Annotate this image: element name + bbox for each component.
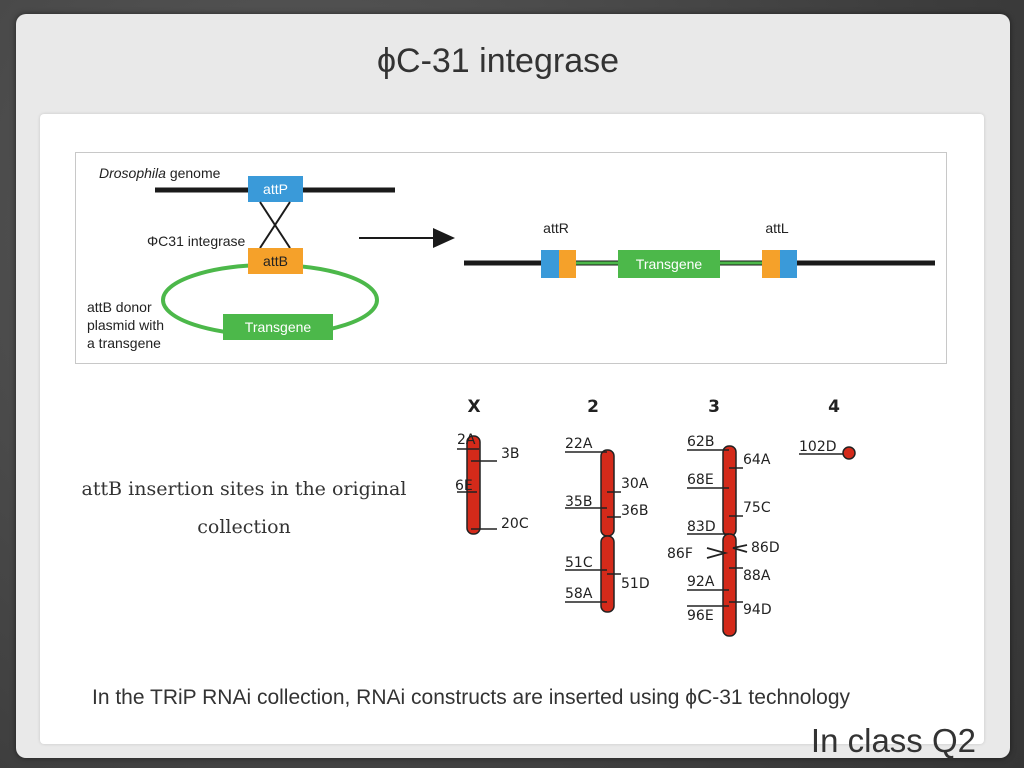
site-label-3-68e: 68E — [687, 472, 714, 488]
attr-blue-segment — [541, 250, 559, 278]
site-label-3-86d: 86D — [751, 540, 780, 556]
site-label-3-88a: 88A — [743, 568, 771, 584]
site-label-3-94d: 94D — [743, 602, 772, 618]
chromosome-3r — [722, 533, 737, 637]
site-label-3-75c: 75C — [743, 500, 771, 516]
site-label-3-64a: 64A — [743, 452, 771, 468]
transgene-label-plasmid: Transgene — [245, 319, 312, 335]
donor-label-line1: attB donor — [87, 299, 152, 315]
slide-title: ϕC-31 integrase — [376, 42, 620, 80]
site-label-2-35b: 35B — [565, 494, 592, 510]
footer-text: In the TRiP RNAi collection, RNAi constr… — [92, 686, 850, 709]
site-label-3-83d: 83D — [687, 519, 716, 535]
chromosome-map-bg — [421, 384, 859, 638]
attb-label: attB — [263, 253, 288, 269]
site-label-x-2a: 2A — [457, 432, 476, 448]
attr-label: attR — [543, 220, 569, 236]
site-label-2-22a: 22A — [565, 436, 593, 452]
attp-label: attP — [263, 181, 288, 197]
integration-diagram: Drosophila genome attP ΦC31 integrase at… — [75, 152, 947, 364]
site-label-3-86f: 86F — [667, 546, 693, 562]
site-label-3-62b: 62B — [687, 434, 714, 450]
site-label-3-92a: 92A — [687, 574, 715, 590]
chromosome-2l — [600, 449, 615, 537]
chromosome-map: X 2 3 4 2A 3B 6E 20C 22A 30A 35B 36B 51C… — [421, 384, 859, 638]
site-label-2-58a: 58A — [565, 586, 593, 602]
diagram-frame — [75, 152, 947, 364]
donor-label-line3: a transgene — [87, 335, 161, 351]
site-label-2-51c: 51C — [565, 555, 593, 571]
chrom-header-4: 4 — [828, 397, 840, 417]
attb-box — [248, 248, 303, 274]
site-pointer-86d-icon — [732, 544, 748, 553]
attl-orange-segment — [762, 250, 780, 278]
site-label-3-96e: 96E — [687, 608, 714, 624]
integrase-label: ΦC31 integrase — [147, 233, 246, 249]
site-pointer-86f-icon — [706, 547, 729, 559]
attp-box — [248, 176, 303, 202]
chromosome-3l — [722, 445, 737, 537]
arrow-right-icon — [433, 228, 455, 248]
transgene-box-integrated — [618, 250, 720, 278]
donor-label-line2: plasmid with — [87, 317, 164, 333]
site-label-4-102d: 102D — [799, 439, 837, 455]
genome-label: Drosophila genome — [99, 165, 221, 181]
attl-blue-segment — [780, 250, 797, 278]
site-label-2-36b: 36B — [621, 503, 648, 519]
chrom-header-2: 2 — [587, 397, 599, 417]
site-label-x-6e: 6E — [455, 478, 473, 494]
cross-line-2 — [259, 201, 291, 249]
transgene-label-integrated: Transgene — [636, 256, 703, 272]
attl-label: attL — [765, 220, 789, 236]
insertion-sites-caption: attB insertion sites in the original col… — [81, 478, 407, 538]
site-label-x-20c: 20C — [501, 516, 529, 532]
chrom-header-3: 3 — [708, 397, 720, 417]
slide: ϕC-31 integrase Drosophila genome attP Φ… — [16, 14, 1010, 759]
attr-orange-segment — [559, 250, 576, 278]
chrom-header-x: X — [467, 397, 480, 417]
corner-label: In class Q2 — [810, 722, 976, 759]
site-label-2-51d: 51D — [621, 576, 650, 592]
transgene-box-plasmid — [223, 314, 333, 340]
chromosome-4 — [842, 446, 856, 460]
site-label-x-3b: 3B — [501, 446, 520, 462]
site-label-2-30a: 30A — [621, 476, 649, 492]
